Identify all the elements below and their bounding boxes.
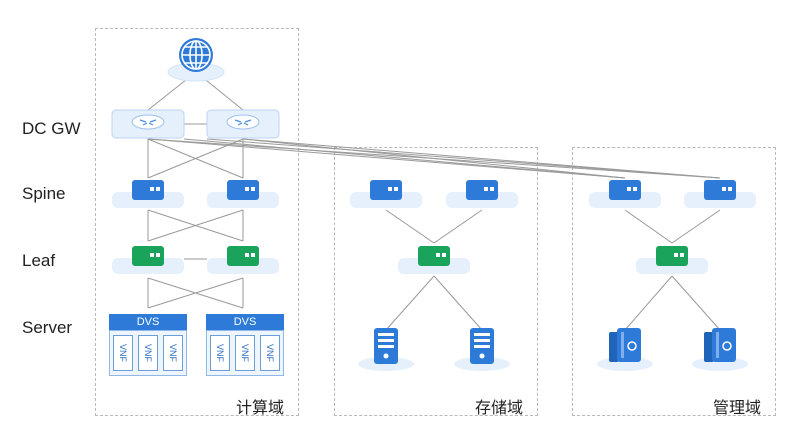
router-icon xyxy=(111,109,185,139)
vnf-label: VNF xyxy=(215,344,225,362)
layer-label-leaf: Leaf xyxy=(22,251,56,270)
management-domain-box xyxy=(572,147,776,416)
management-spine-switch-2 xyxy=(682,176,758,217)
vnf-box: VNF xyxy=(210,335,230,371)
compute-leaf-switch-1 xyxy=(110,242,186,283)
switch-icon xyxy=(589,180,661,208)
vnf-label: VNF xyxy=(143,344,153,362)
vnf-box: VNF xyxy=(260,335,280,371)
vnf-label: VNF xyxy=(118,344,128,362)
management-spine-switch-1 xyxy=(587,176,663,217)
storage-spine-switch-2 xyxy=(444,176,520,217)
switch-icon xyxy=(112,180,184,208)
management-server-2 xyxy=(690,324,750,377)
switch-icon xyxy=(684,180,756,208)
vnf-box: VNF xyxy=(138,335,158,371)
layer-label-spine: Spine xyxy=(22,184,66,203)
compute-spine-switch-2 xyxy=(205,176,281,217)
router-icon xyxy=(206,109,280,139)
storage-server-icon xyxy=(454,328,510,371)
management-server-icon xyxy=(692,328,748,371)
compute-leaf-switch-2 xyxy=(205,242,281,283)
compute-domain-box xyxy=(95,28,299,416)
compute-domain-label: 计算域 xyxy=(236,400,285,417)
dc-gw-router-1 xyxy=(110,106,186,147)
management-server-icon xyxy=(597,328,653,371)
compute-server-2: DVS VNF VNF VNF xyxy=(206,314,284,376)
vnf-group: VNF VNF VNF xyxy=(206,330,284,376)
vnf-box: VNF xyxy=(163,335,183,371)
compute-server-1: DVS VNF VNF VNF xyxy=(109,314,187,376)
vnf-box: VNF xyxy=(113,335,133,371)
storage-leaf-switch xyxy=(396,242,472,283)
switch-icon xyxy=(350,180,422,208)
internet-node xyxy=(166,34,226,89)
storage-spine-switch-1 xyxy=(348,176,424,217)
vnf-group: VNF VNF VNF xyxy=(109,330,187,376)
layer-label-dc-gw: DC GW xyxy=(22,119,81,138)
compute-spine-switch-1 xyxy=(110,176,186,217)
vnf-label: VNF xyxy=(168,344,178,362)
management-leaf-switch xyxy=(634,242,710,283)
switch-icon xyxy=(207,246,279,274)
storage-server-1 xyxy=(356,324,416,377)
dvs-label: DVS xyxy=(109,314,187,330)
vnf-label: VNF xyxy=(265,344,275,362)
vnf-box: VNF xyxy=(235,335,255,371)
switch-icon xyxy=(398,246,470,274)
management-domain-label: 管理域 xyxy=(713,400,762,417)
storage-domain-label: 存储域 xyxy=(475,400,524,417)
switch-icon xyxy=(636,246,708,274)
dc-gw-router-2 xyxy=(205,106,281,147)
switch-icon xyxy=(207,180,279,208)
dvs-label: DVS xyxy=(206,314,284,330)
vnf-label: VNF xyxy=(240,344,250,362)
management-server-1 xyxy=(595,324,655,377)
globe-icon xyxy=(167,38,225,82)
switch-icon xyxy=(446,180,518,208)
storage-domain-box xyxy=(334,147,538,416)
switch-icon xyxy=(112,246,184,274)
storage-server-icon xyxy=(358,328,414,371)
storage-server-2 xyxy=(452,324,512,377)
layer-label-server: Server xyxy=(22,318,73,337)
